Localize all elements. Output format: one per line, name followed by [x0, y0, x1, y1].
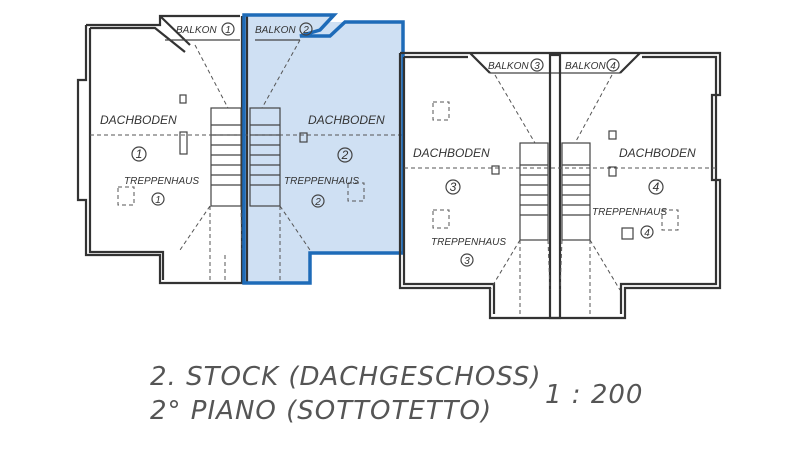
- unit-number-2: 2: [341, 148, 349, 162]
- building-left: [76, 14, 402, 285]
- balcony-1-label: BALKON: [176, 25, 217, 36]
- unit-number-4: 4: [653, 180, 660, 194]
- balcony-3-number: 3: [534, 61, 540, 72]
- balcony-3-label: BALKON: [488, 61, 529, 72]
- stair-label-1: TREPPENHAUS: [124, 176, 199, 187]
- room-label-2: DACHBODEN: [308, 113, 385, 127]
- caption-line-1: 2. STOCK (DACHGESCHOSS): [150, 362, 542, 392]
- stair-number-3: 3: [464, 256, 470, 267]
- room-label-1: DACHBODEN: [100, 113, 177, 127]
- balcony-1-number: 1: [225, 25, 231, 36]
- unit-2-highlight[interactable]: [244, 15, 402, 283]
- room-label-3: DACHBODEN: [413, 146, 490, 160]
- scale-label: 1 : 200: [545, 380, 644, 410]
- stair-number-2: 2: [314, 197, 321, 208]
- stair-label-2: TREPPENHAUS: [284, 176, 359, 187]
- balcony-4-label: BALKON: [565, 61, 606, 72]
- room-label-4: DACHBODEN: [619, 146, 696, 160]
- unit-number-3: 3: [450, 180, 457, 194]
- stair-number-4: 4: [644, 228, 650, 239]
- stair-number-1: 1: [155, 195, 161, 206]
- building-right: [398, 51, 722, 320]
- unit-2-border: [242, 13, 405, 285]
- balcony-2-label: BALKON: [255, 25, 296, 36]
- stair-label-3: TREPPENHAUS: [431, 237, 506, 248]
- balcony-2-number: 2: [302, 25, 309, 36]
- balcony-4-number: 4: [610, 61, 616, 72]
- caption-line-2: 2° PIANO (SOTTOTETTO): [150, 396, 493, 426]
- unit-number-1: 1: [136, 147, 143, 161]
- stair-label-4: TREPPENHAUS: [592, 207, 667, 218]
